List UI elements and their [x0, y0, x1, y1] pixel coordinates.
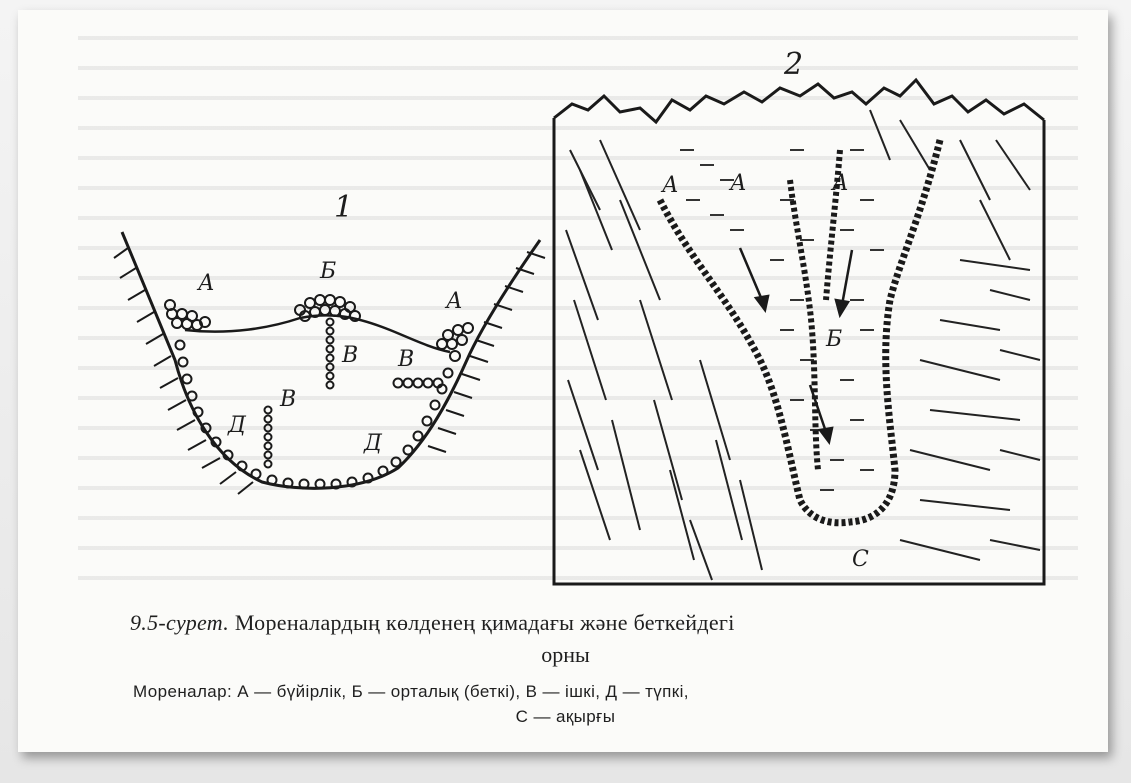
label-a-left: А [196, 271, 215, 296]
panel1-number: 1 [334, 190, 353, 225]
label-v-right: В [397, 347, 414, 372]
label-b-medial: Б [319, 259, 336, 284]
label-b: Б [825, 327, 842, 352]
caption-title: 9.5-сурет. Мореналардың көлденең қимадағ… [130, 610, 735, 636]
panel2-frame [554, 118, 1044, 584]
label-a2: А [728, 171, 747, 196]
label-a3: А [830, 171, 849, 196]
moraine-chains [660, 140, 940, 523]
label-d-right: Д [363, 431, 383, 456]
debris-circles [165, 295, 473, 489]
label-a1: А [660, 173, 679, 198]
panel2-glacier-view: 2 А А А Б С [554, 47, 1044, 584]
caption-number: 9.5-сурет. [130, 610, 229, 635]
label-v-left: В [279, 387, 296, 412]
caption-title-line1: Мореналардың көлденең қимадағы және бетк… [235, 610, 735, 635]
panel1-cross-section: 1 А Б А В В В Д Д [114, 190, 545, 494]
label-c: С [852, 547, 869, 572]
mountain-ridge [554, 80, 1044, 122]
caption-legend-line1: Мореналар: А — бүйірлік, Б — орталық (бе… [133, 682, 689, 702]
ice-dashes [680, 150, 884, 490]
label-a-right: А [444, 289, 463, 314]
label-d-left: Д [227, 413, 247, 438]
panel2-number: 2 [783, 47, 803, 82]
caption-legend-line2: С — ақырғы [0, 707, 1131, 727]
label-v-center: В [341, 343, 358, 368]
caption-title-line2: орны [0, 642, 1131, 668]
